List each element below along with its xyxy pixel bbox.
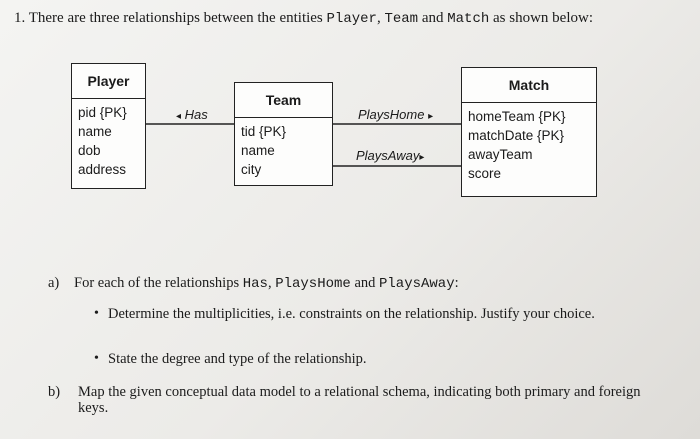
part-a-question: a) For each of the relationships Has, Pl… <box>48 275 459 292</box>
entity-name-player: Player <box>326 11 377 27</box>
playshome-label-text: PlaysHome <box>358 107 425 122</box>
question-heading: 1. There are three relationships between… <box>14 10 593 27</box>
player-entity-title: Player <box>72 64 145 99</box>
match-attribute: score <box>468 166 502 181</box>
match-attribute: awayTeam <box>468 147 533 162</box>
part-b-text: Map the given conceptual data model to a… <box>78 384 641 416</box>
match-entity-title: Match <box>462 68 596 103</box>
relationship-name-playsaway: PlaysAway <box>379 276 455 292</box>
player-attribute: dob <box>78 143 101 158</box>
relationship-name-has: Has <box>242 276 268 292</box>
playshome-relationship-label: PlaysHome ▸ <box>358 107 433 122</box>
has-label-text: Has <box>184 107 208 122</box>
player-entity: Player pid {PK} name dob address <box>71 63 146 189</box>
match-attribute: homeTeam {PK} <box>468 109 566 124</box>
bullet-dot: • <box>94 306 99 321</box>
player-attribute-list: pid {PK} name dob address <box>72 99 145 183</box>
team-attribute: city <box>241 162 262 177</box>
match-attribute: matchDate {PK} <box>468 128 565 143</box>
team-attribute-list: tid {PK} name city <box>235 118 332 183</box>
team-attribute: name <box>241 143 275 158</box>
bullet-text: Determine the multiplicities, i.e. const… <box>108 306 595 322</box>
part-a-bullet-2: • State the degree and type of the relat… <box>94 351 367 367</box>
question-separator-1: , <box>376 10 381 26</box>
part-b-label: b) <box>48 384 61 400</box>
match-attribute-list: homeTeam {PK} matchDate {PK} awayTeam sc… <box>462 103 596 187</box>
question-text-after: as shown below: <box>493 10 593 26</box>
part-a-separator-1: , <box>267 275 272 291</box>
question-number: 1. <box>14 10 26 26</box>
bullet-dot: • <box>94 351 99 366</box>
bullet-text: State the degree and type of the relatio… <box>108 351 367 367</box>
team-attribute: tid {PK} <box>241 124 287 139</box>
part-a-bullet-1: • Determine the multiplicities, i.e. con… <box>94 306 648 322</box>
part-a-separator-2: and <box>354 275 376 291</box>
playsaway-relationship-label: PlaysAway▸ <box>356 148 424 163</box>
entity-name-team: Team <box>384 11 419 27</box>
part-a-text-before: For each of the relationships <box>74 275 240 291</box>
relationship-name-playshome: PlaysHome <box>275 276 351 292</box>
playsaway-label-text: PlaysAway <box>356 148 420 163</box>
match-entity: Match homeTeam {PK} matchDate {PK} awayT… <box>461 67 597 197</box>
part-a-text-after: : <box>454 275 459 291</box>
has-direction-arrow: ◂ <box>176 111 182 122</box>
entity-name-match: Match <box>447 11 490 27</box>
part-b-question: b) Map the given conceptual data model t… <box>48 384 668 416</box>
player-attribute: pid {PK} <box>78 105 127 120</box>
playshome-direction-arrow: ▸ <box>428 111 434 122</box>
playsaway-direction-arrow: ▸ <box>419 152 425 163</box>
question-separator-2: and <box>421 10 444 26</box>
part-a-label: a) <box>48 275 60 291</box>
team-entity-title: Team <box>235 83 332 118</box>
question-text-before: There are three relationships between th… <box>28 10 323 26</box>
player-attribute: address <box>78 162 127 177</box>
player-attribute: name <box>78 124 112 139</box>
team-entity: Team tid {PK} name city <box>234 82 333 186</box>
has-relationship-label: ◂ Has <box>176 107 208 122</box>
